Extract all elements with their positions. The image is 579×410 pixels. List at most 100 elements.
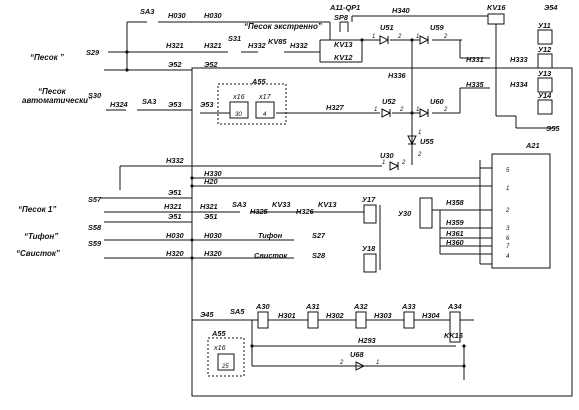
pin-u52-2: 2: [399, 107, 404, 113]
wire-h301: Н301: [278, 311, 296, 320]
pin-u51-2: 2: [397, 34, 402, 40]
label-s59: S59: [88, 239, 102, 248]
wire-h332-a: Н332: [248, 41, 267, 50]
wire-h304: Н304: [422, 311, 440, 320]
a30-coil: [257, 311, 269, 329]
label-a33: A33: [401, 302, 416, 311]
pin-u60-1: 1: [416, 107, 419, 113]
a21-pin: 4: [506, 254, 510, 260]
wire-h20: Н20: [204, 177, 218, 186]
a21-pin: 5: [506, 168, 510, 174]
label-pin30: 30: [235, 112, 242, 118]
pin-u60-2: 2: [443, 107, 448, 113]
label-kk15: KK15: [444, 331, 464, 340]
label-s30: S30: [88, 91, 102, 100]
y30-coil: [419, 197, 433, 229]
label-a11qp1: A11-QP1: [329, 3, 360, 12]
pin-u68-2: 2: [339, 360, 344, 366]
wire-e53-a: Э53: [168, 100, 182, 109]
wire-h302: Н302: [326, 311, 345, 320]
wire-h325: Н325: [250, 207, 269, 216]
kv16-coil: [487, 13, 505, 25]
wire-e51-c: Э51: [204, 212, 218, 221]
label-y17: У17: [362, 195, 376, 204]
wire-h340: Н340: [392, 6, 411, 15]
label-pin4: 4: [263, 112, 267, 118]
caption-pesok: “Песок ”: [30, 53, 64, 62]
label-u68: U68: [350, 350, 364, 359]
pin-u68-1: 1: [376, 360, 379, 366]
label-a21: A21: [525, 141, 540, 150]
y13-coil: [537, 77, 553, 93]
wire-h326: Н326: [296, 207, 315, 216]
caption-svistok: “Свисток”: [16, 249, 60, 258]
label-u60: U60: [430, 97, 444, 106]
caption-pesok1: “Песок 1”: [18, 205, 56, 214]
wire-h321-b: Н321: [204, 41, 222, 50]
label-sa3-mid: SA3: [142, 97, 157, 106]
wire-h332-c: Н332: [166, 156, 185, 165]
label-y11: У11: [538, 21, 551, 30]
wire-h335: Н335: [466, 80, 485, 89]
pin-u59-1: 1: [416, 34, 419, 40]
label-a32: A32: [353, 302, 368, 311]
wire-h327: Н327: [326, 103, 345, 112]
a31-coil: [307, 311, 319, 329]
a32-coil: [355, 311, 367, 329]
wire-h321-a: Н321: [166, 41, 184, 50]
label-pin25: 25: [221, 364, 229, 370]
wire-h324: Н324: [110, 100, 128, 109]
label-s58: S58: [88, 223, 102, 232]
a21-pin: 6: [506, 236, 510, 242]
a21-pin: 3: [506, 226, 510, 232]
pin-u59-2: 2: [443, 34, 448, 40]
a21-pin: 7: [506, 244, 510, 250]
wire-h333: Н333: [510, 55, 529, 64]
label-a34: A34: [447, 302, 462, 311]
label-s31: S31: [228, 34, 241, 43]
a21-pin: 2: [505, 208, 510, 214]
label-kv13-a: KV13: [334, 40, 353, 49]
label-x17: x17: [258, 92, 272, 101]
label-tifon: Тифон: [258, 231, 283, 240]
label-kv85: KV85: [268, 37, 287, 46]
label-u51: U51: [380, 23, 394, 32]
label-y14: У14: [538, 91, 551, 100]
a33-coil: [403, 311, 415, 329]
label-x16-b: x16: [213, 343, 226, 352]
label-a30: A30: [255, 302, 270, 311]
label-u30: U30: [380, 151, 394, 160]
pin-u51-1: 1: [372, 34, 375, 40]
pin-u55-2: 2: [417, 152, 422, 158]
wire-e55: Э55: [546, 124, 560, 133]
pin-u52-1: 1: [374, 107, 377, 113]
caption-pesok-ekstr: “Песок экстренно”: [244, 22, 322, 31]
wire-h330: Н330: [204, 169, 223, 178]
wire-e51-a: Э51: [168, 188, 182, 197]
pin-u30-2: 2: [401, 160, 406, 166]
wire-h030-c: Н030: [166, 231, 185, 240]
wire-h320-b: Н320: [204, 249, 223, 258]
a34-coil: [449, 311, 461, 343]
frame-lower: [191, 67, 573, 397]
caption-pesok-auto-1: “Песок: [38, 87, 67, 96]
label-s29: S29: [86, 48, 100, 57]
label-x16-a: x16: [232, 92, 245, 101]
wire-e51-b: Э51: [168, 212, 182, 221]
y12-coil: [537, 53, 553, 69]
y14-coil: [537, 99, 553, 115]
wire-h321-c: Н321: [164, 202, 182, 211]
label-y12: У12: [538, 45, 552, 54]
label-sp8: SP8: [334, 13, 349, 22]
wire-e52-a: Э52: [168, 60, 182, 69]
pin-u55-1: 1: [418, 130, 421, 136]
pin-u30-1: 1: [382, 160, 385, 166]
wire-h030-a: Н030: [168, 11, 187, 20]
label-u52: U52: [382, 97, 396, 106]
label-y13: У13: [538, 69, 552, 78]
wire-e52-b: Э52: [204, 60, 218, 69]
label-a55-b: A55: [211, 329, 226, 338]
wire-e45: Э45: [200, 310, 214, 319]
y17-coil: [363, 204, 377, 224]
y11-coil: [537, 29, 553, 45]
